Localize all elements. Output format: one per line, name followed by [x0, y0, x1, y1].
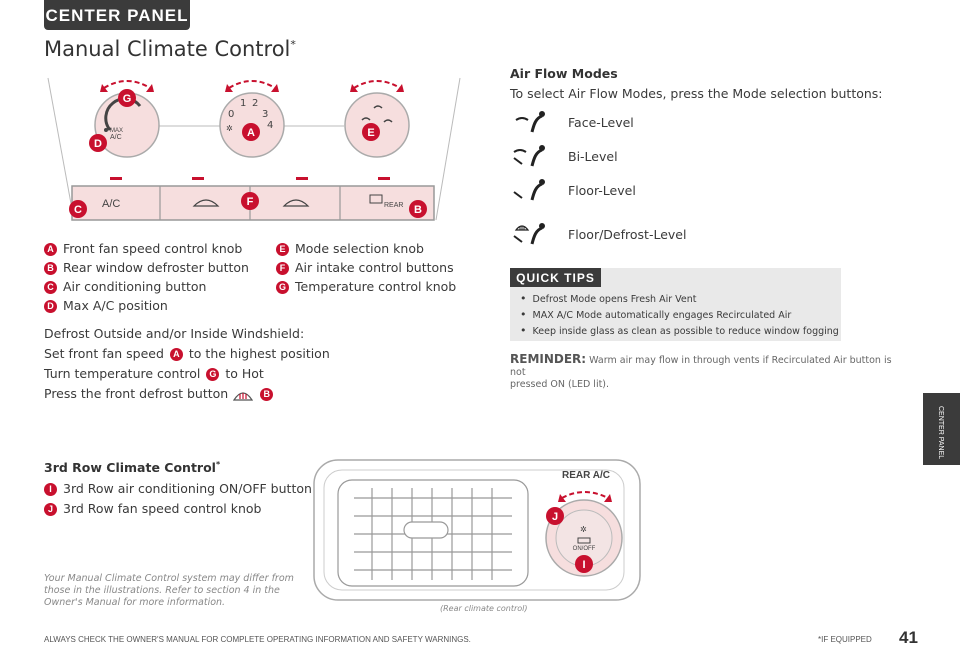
- callout-g: G: [118, 89, 136, 107]
- mode-floor-defrost-level: Floor/Defrost-Level: [512, 222, 686, 246]
- face-level-icon: [515, 111, 545, 133]
- svg-text:D: D: [94, 138, 102, 150]
- callout-i: I: [575, 555, 593, 573]
- svg-text:A/C: A/C: [102, 198, 120, 210]
- footer-warning: ALWAYS CHECK THE OWNER'S MANUAL FOR COMP…: [44, 635, 471, 644]
- quick-tips-label: QUICK TIPS: [510, 268, 601, 287]
- mode-bi-level: Bi-Level: [512, 144, 618, 168]
- svg-text:I: I: [582, 559, 585, 571]
- svg-text:0: 0: [228, 109, 234, 120]
- defrost-icon: [233, 391, 254, 401]
- svg-text:E: E: [367, 127, 374, 139]
- max-label: MAX: [110, 128, 123, 134]
- rear-ac-label: REAR A/C: [562, 470, 610, 481]
- max-ac-label: A/C: [110, 134, 122, 141]
- svg-text:G: G: [123, 93, 132, 105]
- ac-button[interactable]: A/C: [102, 198, 120, 210]
- svg-text:ON/OFF: ON/OFF: [573, 546, 596, 552]
- svg-text:2: 2: [252, 98, 258, 109]
- tip-item: Keep inside glass as clean as possible t…: [520, 324, 839, 337]
- svg-text:3: 3: [262, 109, 268, 120]
- page-number: 41: [899, 628, 918, 647]
- rear-caption: (Rear climate control): [440, 604, 528, 613]
- svg-text:J: J: [552, 511, 558, 523]
- climate-panel-illustration: MAX A/C 0 1 2 3 4 ✲ A/C REAR: [47, 77, 461, 221]
- tip-item: MAX A/C Mode automatically engages Recir…: [520, 308, 792, 321]
- tip-item: Defrost Mode opens Fresh Air Vent: [520, 292, 697, 305]
- callout-j: J: [546, 507, 564, 525]
- section-tab: CENTER PANEL: [44, 0, 190, 30]
- fresh-air-button[interactable]: [282, 199, 310, 207]
- svg-text:✲: ✲: [226, 124, 233, 133]
- callout-c: C: [69, 200, 87, 218]
- bi-level-icon: [513, 145, 545, 167]
- air-flow-intro: To select Air Flow Modes, press the Mode…: [510, 86, 883, 101]
- disclaimer: Your Manual Climate Control system may d…: [44, 573, 294, 608]
- svg-text:A: A: [247, 127, 255, 139]
- recirculate-button[interactable]: [192, 199, 220, 207]
- callout-f: F: [241, 192, 259, 210]
- third-row-heading: 3rd Row Climate Control*: [44, 460, 221, 476]
- floor-level-icon: [513, 179, 545, 201]
- rear-ac-on-off-button[interactable]: ON/OFF: [573, 537, 596, 552]
- callout-a: A: [242, 123, 260, 141]
- svg-text:B: B: [414, 204, 422, 216]
- callout-e: E: [362, 123, 380, 141]
- svg-text:✲: ✲: [580, 525, 587, 534]
- svg-text:C: C: [74, 204, 82, 216]
- footer-equipped: *IF EQUIPPED: [818, 635, 872, 644]
- mode-face-level: Face-Level: [512, 110, 634, 134]
- floor-defrost-icon: [513, 223, 545, 245]
- callout-d: D: [89, 134, 107, 152]
- svg-text:REAR: REAR: [384, 202, 403, 209]
- defrost-steps: Defrost Outside and/or Inside Windshield…: [44, 324, 330, 404]
- defrost-step-1: Set front fan speed A to the highest pos…: [44, 346, 330, 361]
- defrost-step-2: Turn temperature control G to Hot: [44, 366, 264, 381]
- callout-b: B: [409, 200, 427, 218]
- reminder: REMINDER: Warm air may flow in through v…: [510, 352, 892, 390]
- defrost-intro: Defrost Outside and/or Inside Windshield…: [44, 326, 305, 341]
- page-title: Manual Climate Control*: [44, 37, 296, 61]
- rear-defrost-button[interactable]: REAR: [369, 194, 403, 209]
- svg-text:1: 1: [240, 98, 246, 109]
- air-flow-heading: Air Flow Modes: [510, 66, 618, 81]
- svg-text:F: F: [247, 196, 254, 208]
- rear-vent-grille: [337, 479, 529, 587]
- rear-climate-illustration: REAR A/C ✲ ON/OFF J I: [313, 459, 641, 601]
- side-tab-text: CENTER PANEL: [937, 406, 944, 460]
- side-tab: [923, 393, 960, 465]
- svg-text:4: 4: [267, 120, 273, 131]
- mode-floor-level: Floor-Level: [512, 178, 636, 202]
- defrost-step-3: Press the front defrost button B: [44, 384, 330, 404]
- mode-knob[interactable]: [344, 92, 410, 158]
